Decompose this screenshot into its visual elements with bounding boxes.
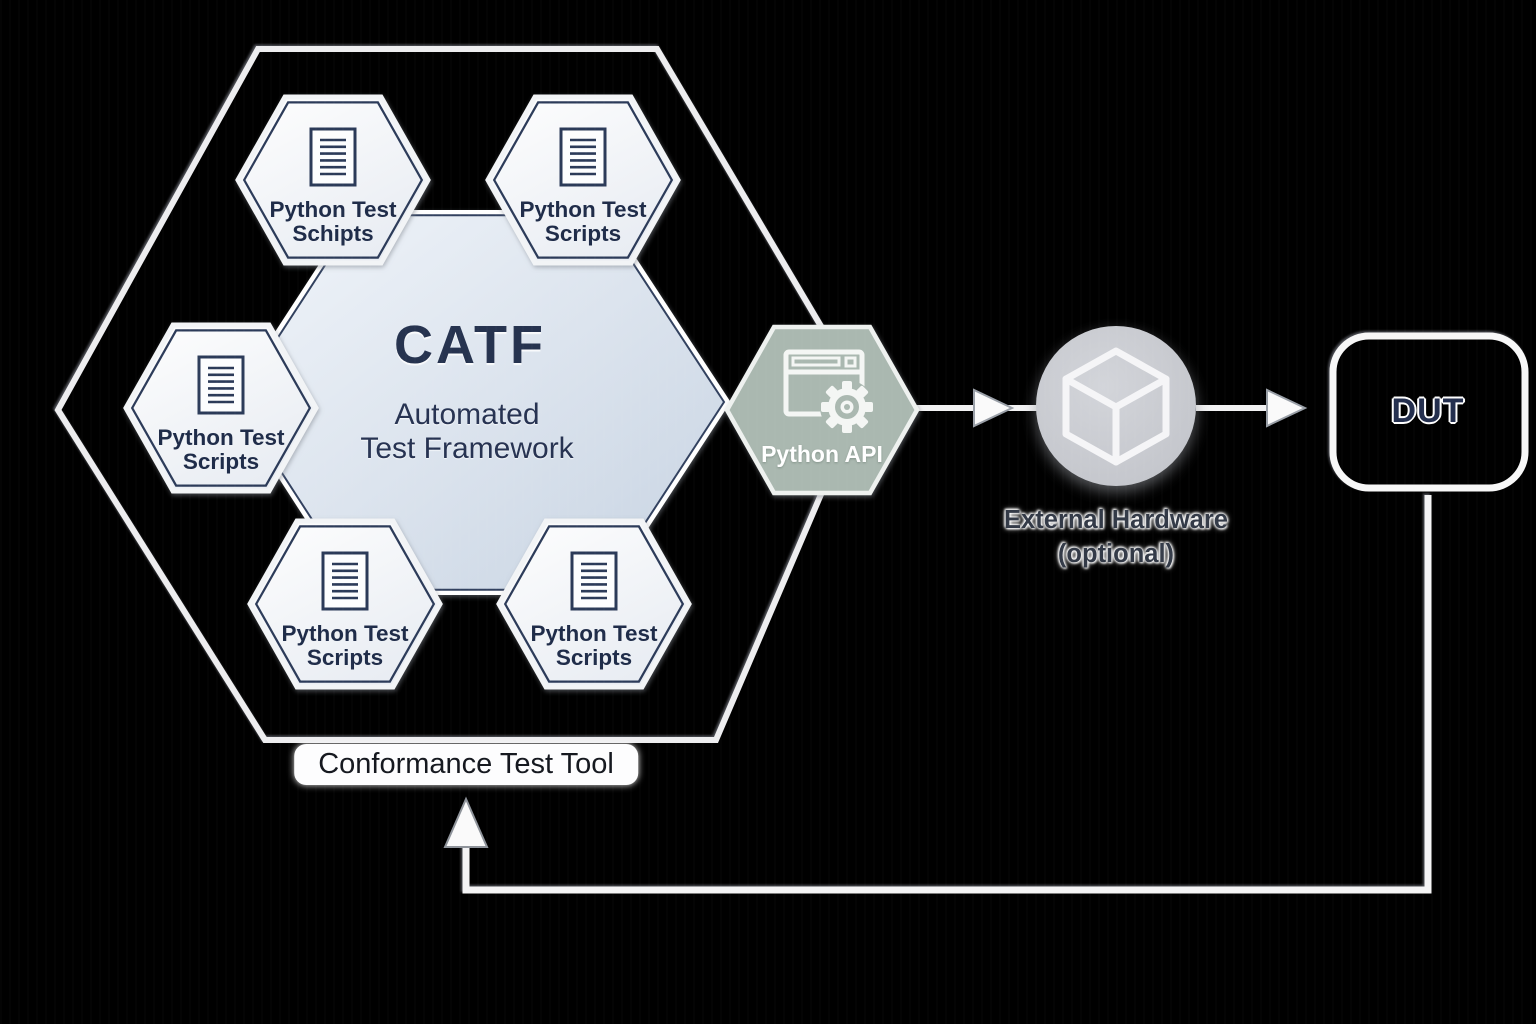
script-hexagon-label-bottom-right: Python Test Scripts <box>530 621 658 670</box>
external-hardware-node <box>1036 326 1196 486</box>
cube-icon <box>1062 347 1170 466</box>
script-hexagon-label-top-right: Python Test Scripts <box>519 197 647 246</box>
document-icon <box>321 551 369 611</box>
external-hardware-optional-label: (optional) <box>1057 540 1175 568</box>
conformance-test-tool-label: Conformance Test Tool <box>294 744 638 785</box>
conformance-boundary-hexagon <box>54 46 825 743</box>
arrowhead-api-to-hardware-icon <box>973 388 1015 428</box>
catf-subtitle: Automated Test Framework <box>360 398 574 465</box>
feedback-arrowhead-icon <box>443 796 489 848</box>
python-api-label: Python API <box>761 441 883 467</box>
feedback-loop-line <box>462 495 1432 894</box>
script-hexagon-label-bottom-left: Python Test Scripts <box>281 621 409 670</box>
document-icon <box>309 127 357 187</box>
python-api-hexagon <box>727 327 917 493</box>
document-icon <box>559 127 607 187</box>
script-hexagon-label-top-left: Python Test Schipts <box>269 197 397 246</box>
dut-box <box>1329 332 1529 492</box>
browser-gear-icon <box>783 349 874 434</box>
script-hexagon-label-left: Python Test Scripts <box>157 425 285 474</box>
document-icon <box>570 551 618 611</box>
dut-label: DUT <box>1391 392 1465 430</box>
catf-title: CATF <box>394 315 546 375</box>
external-hardware-label: External Hardware <box>1004 506 1228 534</box>
arrowhead-hardware-to-dut-icon <box>1266 388 1308 428</box>
document-icon <box>197 355 245 415</box>
